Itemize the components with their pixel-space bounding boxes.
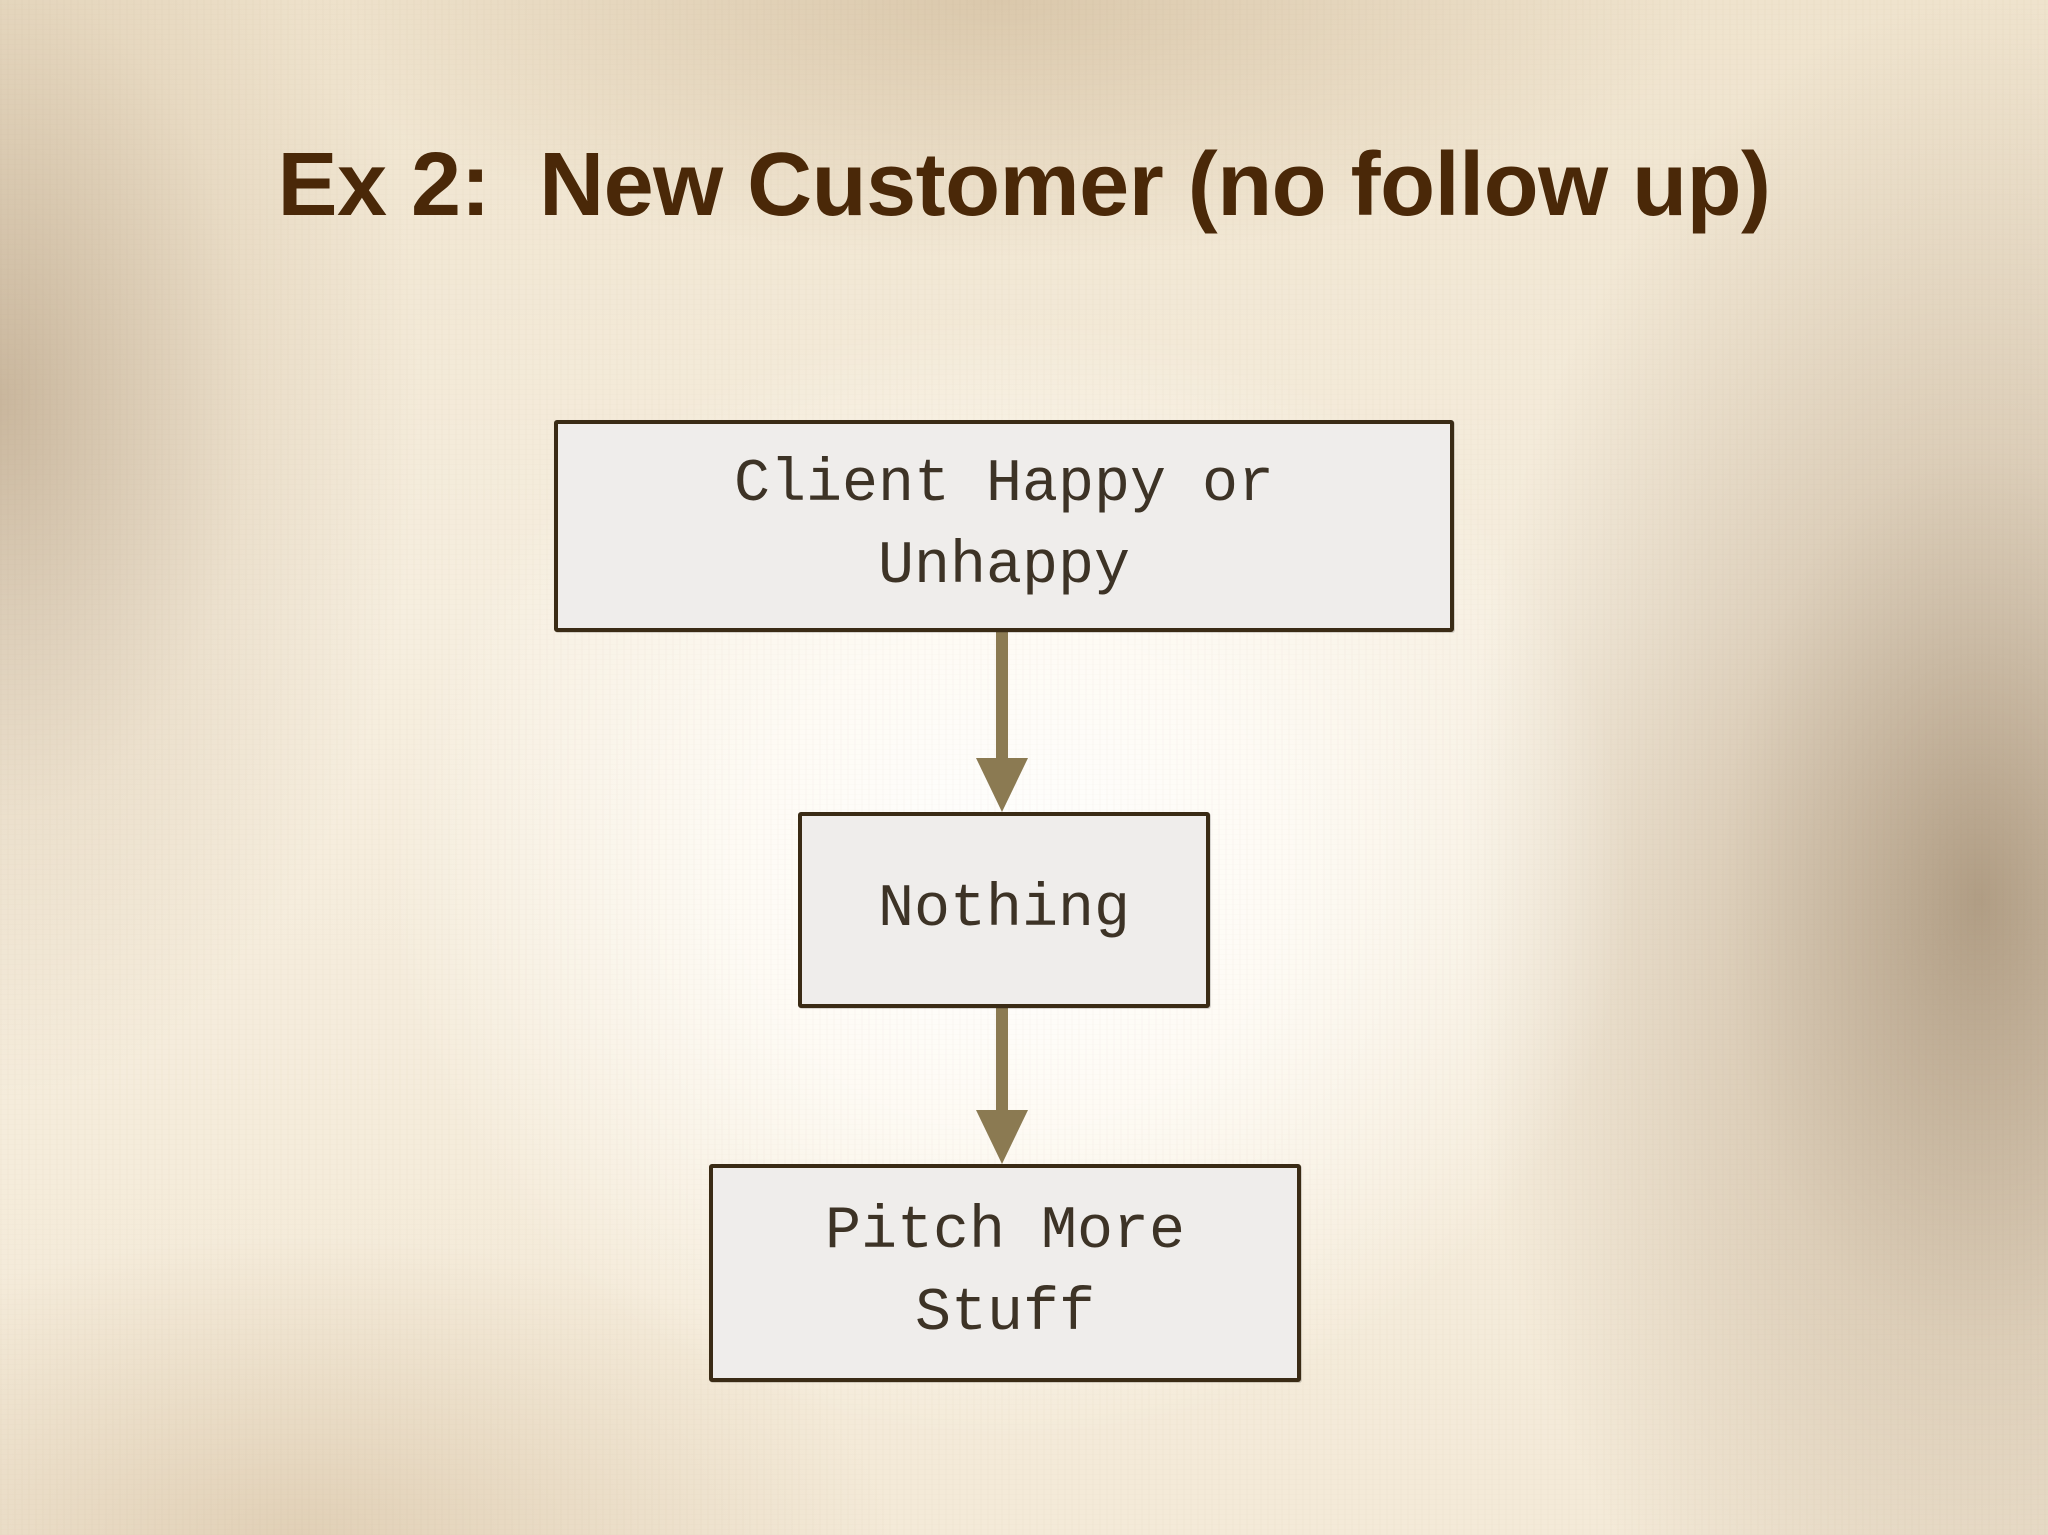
arrow-shaft (996, 1008, 1008, 1114)
node-nothing: Nothing (798, 812, 1210, 1008)
arrow-nothing-to-pitch (976, 1008, 1028, 1164)
node-pitch-more-stuff: Pitch More Stuff (709, 1164, 1301, 1382)
arrow-head (976, 1110, 1028, 1164)
arrow-client-to-nothing (976, 632, 1028, 812)
node-label-line: Client Happy or (733, 451, 1275, 519)
node-label-line: Stuff (914, 1280, 1096, 1348)
slide-title: Ex 2: New Customer (no follow up) (277, 135, 1771, 235)
node-label-line: Nothing (877, 876, 1131, 944)
node-label-line: Unhappy (877, 533, 1131, 601)
arrow-shaft (996, 632, 1008, 762)
node-label-line: Pitch More (824, 1198, 1186, 1266)
arrow-head (976, 758, 1028, 812)
node-client-happy-or-unhappy: Client Happy or Unhappy (554, 420, 1454, 632)
